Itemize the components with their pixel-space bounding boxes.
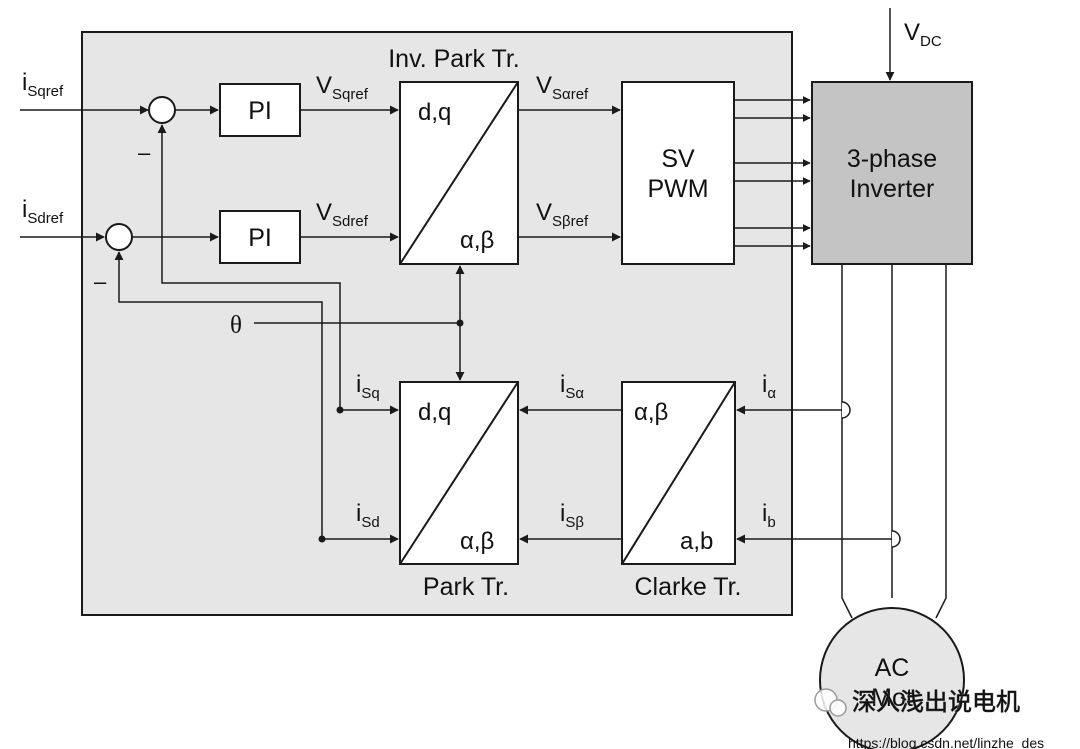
wechat-watermark: 深入浅出说电机 <box>814 688 1020 717</box>
minus-sign-d: – <box>94 269 107 294</box>
pwm-lines <box>734 96 811 250</box>
motor-line1: AC <box>875 654 910 682</box>
vsdref-label: VSdref <box>316 199 369 230</box>
ib-label: ib <box>762 500 776 531</box>
clarke-abc-label: a,b <box>680 528 713 555</box>
theta-label: θ <box>230 312 242 339</box>
vsqref-label: VSqref <box>316 72 369 103</box>
sensor-ib <box>891 530 901 548</box>
inv-park-title: Inv. Park Tr. <box>388 45 520 73</box>
inv-park-dq-label: d,q <box>418 99 451 126</box>
ia-label: iα <box>762 371 776 402</box>
wechat-watermark-text: 深入浅出说电机 <box>852 689 1020 716</box>
park-dq-label: d,q <box>418 399 451 426</box>
park-caption: Park Tr. <box>423 573 509 601</box>
park-diagonal <box>399 381 519 565</box>
park-ab-label: α,β <box>460 528 494 555</box>
current-sensors <box>841 401 901 548</box>
vdc-label: VDC <box>904 19 942 50</box>
minus-sign-q: – <box>138 140 151 165</box>
phase-wire-a <box>841 264 853 619</box>
svpwm-line1: SV <box>661 145 695 173</box>
svpwm-block <box>621 81 735 265</box>
pi-q-label: PI <box>248 97 272 125</box>
phase-wire-c <box>935 264 947 619</box>
wechat-icon-small <box>829 699 847 717</box>
isq-label: iSq <box>356 371 380 402</box>
pi-d-label: PI <box>248 224 272 252</box>
url-watermark: https://blog.csdn.net/linzhe_des <box>848 735 1044 749</box>
sensor-ia <box>841 401 851 419</box>
inv-park-diagonal <box>399 81 519 265</box>
sum-junction-q <box>148 96 176 124</box>
clarke-diagonal <box>621 381 736 565</box>
ac-motor <box>819 607 965 749</box>
inverter-line2: Inverter <box>850 175 935 203</box>
svpwm-line2: PWM <box>647 175 708 203</box>
motor-line2: Mot <box>871 684 913 712</box>
inverter-line1: 3-phase <box>847 145 937 173</box>
inverter-block <box>811 81 973 265</box>
sum-junction-d <box>105 223 133 251</box>
isdref-label: iSdref <box>22 196 64 227</box>
phase-wires <box>841 264 947 619</box>
isq-feedback-wire <box>157 124 341 410</box>
vsaref-label: VSαref <box>536 72 589 103</box>
vsbref-label: VSβref <box>536 199 589 230</box>
isqref-label: iSqref <box>22 69 64 100</box>
inv-park-ab-label: α,β <box>460 227 494 254</box>
isd-feedback-wire <box>114 251 323 539</box>
isa-label: iSα <box>560 371 584 402</box>
isb-label: iSβ <box>560 500 584 531</box>
isd-label: iSd <box>356 500 380 531</box>
clarke-caption: Clarke Tr. <box>635 573 742 601</box>
pi-block-d <box>219 210 301 264</box>
clarke-ab-label: α,β <box>634 399 668 426</box>
